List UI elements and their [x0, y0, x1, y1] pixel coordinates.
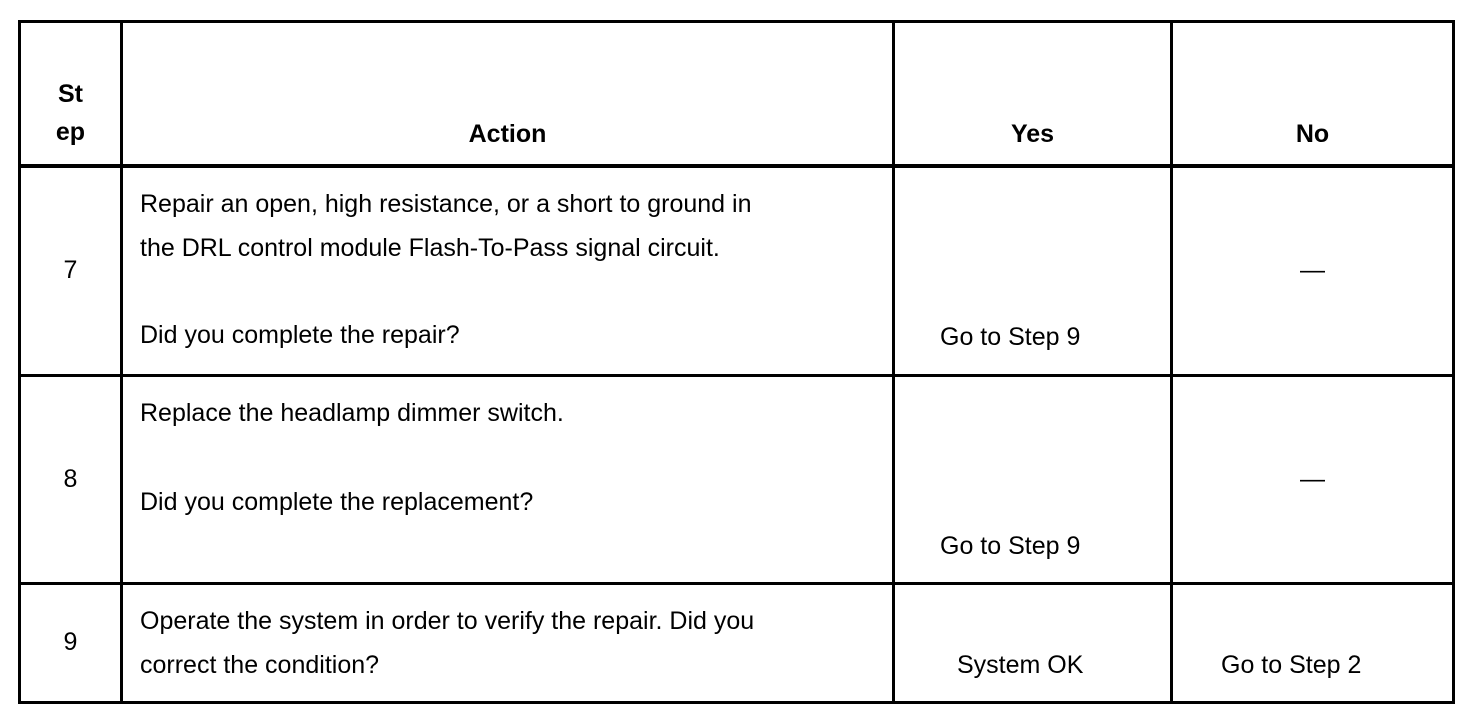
row-8-yes: Go to Step 9: [940, 532, 1081, 560]
row-8-question: Did you complete the replacement?: [140, 488, 534, 516]
row-8-no: —: [1300, 465, 1325, 493]
table-right-border: [1452, 20, 1455, 704]
table-left-border: [18, 20, 21, 704]
diagnostic-table: St ep Action Yes No 7 Repair an open, hi…: [18, 20, 1455, 705]
column-divider: [1170, 20, 1173, 704]
row-9-step: 9: [63, 628, 78, 656]
header-step: St ep: [21, 75, 120, 151]
header-no: No: [1295, 120, 1330, 148]
row-7-step: 7: [63, 256, 78, 284]
row-divider: [18, 582, 1455, 585]
column-divider: [120, 20, 123, 704]
row-7-question: Did you complete the repair?: [140, 321, 460, 349]
row-9-action-line1: Operate the system in order to verify th…: [140, 607, 755, 635]
table-bottom-border: [18, 701, 1455, 704]
row-7-yes: Go to Step 9: [940, 323, 1081, 351]
header-divider: [18, 164, 1455, 168]
column-divider: [892, 20, 895, 704]
row-8-step: 8: [63, 465, 78, 493]
table-top-border: [18, 20, 1455, 23]
row-9-yes: System OK: [957, 651, 1084, 679]
header-action: Action: [468, 120, 547, 148]
row-7-no: —: [1300, 256, 1325, 284]
row-8-action-line1: Replace the headlamp dimmer switch.: [140, 399, 564, 427]
row-divider: [18, 374, 1455, 377]
row-7-action-line1: Repair an open, high resistance, or a sh…: [140, 190, 752, 218]
header-yes: Yes: [1010, 120, 1055, 148]
row-9-no: Go to Step 2: [1221, 651, 1362, 679]
header-step-line2: ep: [55, 118, 86, 146]
header-step-line1: St: [58, 80, 83, 108]
row-9-action-line2: correct the condition?: [140, 651, 380, 679]
row-7-action-line2: the DRL control module Flash-To-Pass sig…: [140, 234, 720, 262]
